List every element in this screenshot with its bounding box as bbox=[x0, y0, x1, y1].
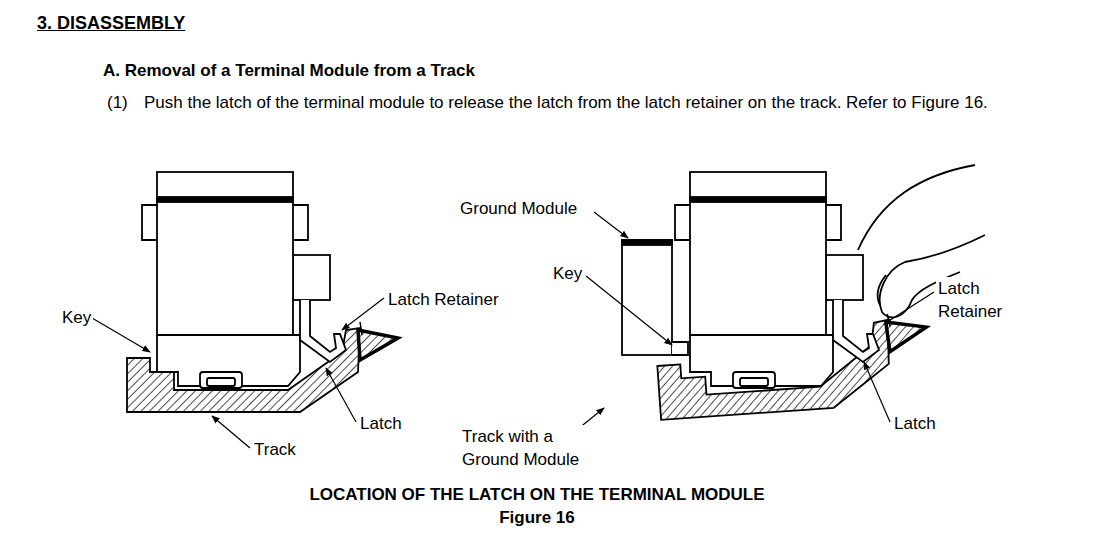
part-label: Track bbox=[252, 438, 298, 461]
part-label: Latch bbox=[892, 412, 938, 435]
section-heading: 3. DISASSEMBLY bbox=[37, 12, 185, 35]
subsection-heading: A. Removal of a Terminal Module from a T… bbox=[103, 59, 475, 82]
step-number: (1) bbox=[107, 91, 128, 114]
part-label: Track with a Ground Module bbox=[460, 425, 589, 471]
part-label: Key bbox=[551, 262, 584, 285]
figure-number: Figure 16 bbox=[487, 506, 587, 529]
step-text: Push the latch of the terminal module to… bbox=[144, 91, 1074, 114]
part-label: Latch Retainer bbox=[936, 277, 1025, 323]
part-label: Latch Retainer bbox=[386, 288, 501, 311]
part-label: Latch bbox=[358, 412, 404, 435]
part-label: Key bbox=[60, 306, 93, 329]
figure-caption: LOCATION OF THE LATCH ON THE TERMINAL MO… bbox=[200, 483, 874, 506]
part-label: Ground Module bbox=[458, 197, 579, 220]
